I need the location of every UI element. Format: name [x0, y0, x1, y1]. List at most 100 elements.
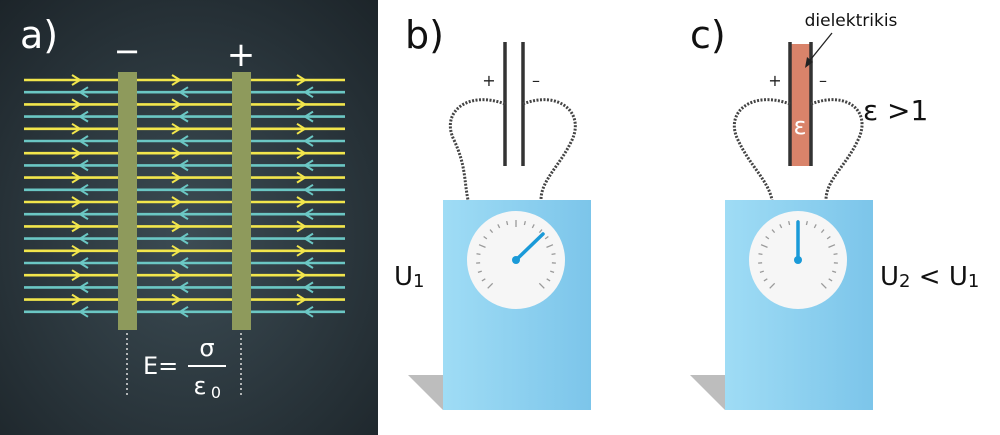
field-line-arrow: [71, 147, 82, 160]
panel-a-label: a): [20, 13, 58, 57]
dial-tick: [763, 278, 768, 282]
field-line-arrow: [171, 74, 182, 86]
voltmeter-dial-c: [749, 211, 847, 309]
field-line-arrow: [78, 110, 89, 123]
field-line-arrow: [78, 135, 89, 147]
field-line-arrow: [171, 171, 182, 184]
minus-sign-c: –: [819, 71, 827, 90]
field-line-arrow: [78, 305, 89, 318]
field-line-arrow: [171, 196, 182, 208]
dielectric-pointer-arrowhead: [805, 57, 813, 68]
field-line-arrow: [178, 257, 189, 269]
field-line-arrow: [303, 305, 314, 318]
box-shadow-c: [690, 375, 725, 410]
dial-tick: [478, 244, 486, 248]
field-line-arrow: [71, 293, 82, 306]
dial-tick: [506, 220, 509, 226]
field-line-arrow: [178, 183, 189, 196]
dial-tick: [477, 270, 482, 273]
wire-left-c: [732, 98, 791, 201]
field-line-arrow: [71, 122, 82, 135]
needle-b: [514, 232, 545, 262]
box-shadow-b: [408, 375, 443, 410]
field-line-arrow: [303, 257, 314, 269]
dial-tick: [531, 224, 535, 229]
field-line-arrow: [178, 305, 189, 318]
field-line-arrow: [71, 196, 82, 208]
field-line-arrow: [78, 86, 89, 99]
field-line-arrow: [171, 122, 182, 135]
dial-tick: [828, 244, 836, 248]
dial-tick: [832, 270, 837, 273]
panel-a-background: [0, 0, 378, 435]
dial-tick: [483, 235, 488, 240]
field-line-arrow: [296, 196, 307, 208]
epsilon-on-slab: ε: [794, 112, 807, 140]
field-line-arrow: [178, 281, 189, 294]
field-line-arrow: [78, 281, 89, 294]
field-line-arrow: [78, 257, 89, 269]
field-line-arrow: [171, 244, 182, 257]
dial-tick: [546, 278, 551, 282]
field-line-arrow: [171, 98, 182, 111]
field-line-arrow: [178, 232, 189, 245]
field-line-arrow: [303, 232, 314, 245]
field-line-arrow: [178, 208, 189, 221]
dial-tick: [760, 244, 768, 248]
field-line-arrow: [71, 171, 82, 184]
field-line-arrow: [296, 269, 307, 282]
field-line-arrow: [178, 110, 189, 123]
dial-tick: [833, 253, 838, 256]
voltmeter-dial-b: [467, 211, 565, 309]
field-line-arrow: [296, 98, 307, 111]
field-line-arrow: [71, 74, 82, 86]
voltage-comparison-c: U2 < U1: [880, 262, 979, 292]
dial-tick: [489, 229, 494, 234]
field-line-arrow: [178, 135, 189, 147]
dial-tick: [769, 282, 776, 289]
field-line-arrow: [303, 281, 314, 294]
field-line-arrow: [296, 147, 307, 160]
formula-subscript: 0: [211, 383, 221, 402]
field-line-arrow: [171, 220, 182, 233]
dielectric-label: dielektrikis: [805, 11, 898, 31]
wire-right: [522, 98, 577, 201]
dial-tick: [538, 282, 545, 289]
field-lines: [24, 74, 345, 318]
dial-tick: [788, 220, 791, 226]
dial-tick: [551, 253, 556, 256]
voltage-label-b: U1: [394, 262, 424, 292]
field-line-arrow: [71, 220, 82, 233]
dial-tick: [538, 229, 543, 234]
field-line-arrow: [78, 208, 89, 221]
dial-tick: [544, 235, 549, 240]
field-line-arrow: [171, 147, 182, 160]
panel-c: c) ε dielektrikis + – ε >1 U2 < U1: [690, 11, 979, 410]
field-line-arrow: [303, 110, 314, 123]
field-line-arrow: [296, 74, 307, 86]
dial-tick: [820, 282, 827, 289]
field-line-arrow: [78, 232, 89, 245]
field-line-arrow: [78, 183, 89, 196]
field-line-arrow: [296, 293, 307, 306]
negative-plate: [118, 72, 137, 330]
field-line-arrow: [296, 122, 307, 135]
panel-b: b) + – U1: [394, 13, 591, 410]
field-formula: E= σ ε 0: [143, 334, 226, 402]
dial-tick: [759, 270, 764, 273]
dial-tick: [826, 235, 831, 240]
field-line-arrow: [171, 293, 182, 306]
wire-right-c: [810, 98, 864, 201]
field-line-arrow: [178, 86, 189, 99]
wire-left: [448, 98, 506, 201]
field-line-arrow: [303, 86, 314, 99]
positive-plate: [232, 72, 251, 330]
panel-b-label: b): [405, 13, 444, 57]
field-line-arrow: [303, 159, 314, 172]
minus-sign-b: –: [532, 71, 540, 90]
field-line-arrow: [178, 159, 189, 172]
dial-tick: [828, 278, 833, 282]
dial-tick: [546, 244, 554, 248]
dial-tick: [820, 229, 825, 234]
dial-tick: [779, 224, 783, 229]
